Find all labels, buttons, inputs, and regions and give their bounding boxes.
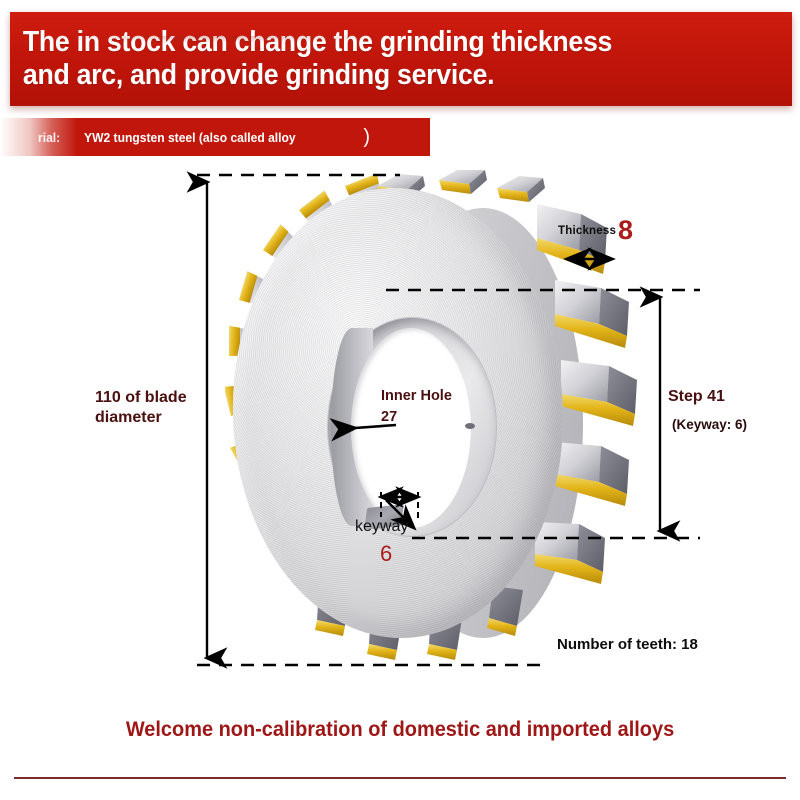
material-banner-shadow [22, 36, 422, 43]
saw-blade-assembly [225, 170, 655, 670]
material-label: rial: [38, 129, 61, 145]
inner-hole-label: Inner Hole [381, 388, 452, 404]
teeth-count-label: Number of teeth: 18 [557, 636, 698, 653]
keyway-value: 6 [380, 541, 393, 566]
material-close-paren: ) [363, 125, 371, 148]
material-value: YW2 tungsten steel (also called alloy [83, 129, 296, 145]
material-banner-content: rial: YW2 tungsten steel (also called al… [0, 118, 430, 156]
thickness-value: 8 [618, 215, 634, 245]
header-banner: The in stock can change the grinding thi… [10, 12, 792, 106]
material-banner-background [0, 118, 430, 156]
teeth-right-profile [535, 204, 637, 584]
inner-hole-value: 27 [381, 409, 398, 425]
blade-diameter-label: 110 of blade diameter [95, 389, 187, 427]
blade-disc [225, 182, 593, 648]
footer-text: Welcome non-calibration of domestic and … [125, 718, 675, 741]
keyway-label: keyway [355, 518, 409, 535]
material-banner: rial: YW2 tungsten steel (also called al… [0, 118, 430, 156]
footer-divider [14, 777, 786, 780]
step-label: Step 41 [668, 388, 725, 405]
blade-hub-marker [465, 423, 475, 429]
thickness-label: Thickness [558, 225, 617, 237]
header-headline: The in stock can change the grinding thi… [22, 25, 613, 91]
step-keyway-label: (Keyway: 6) [672, 417, 748, 432]
blade-inner-hole [351, 328, 471, 528]
